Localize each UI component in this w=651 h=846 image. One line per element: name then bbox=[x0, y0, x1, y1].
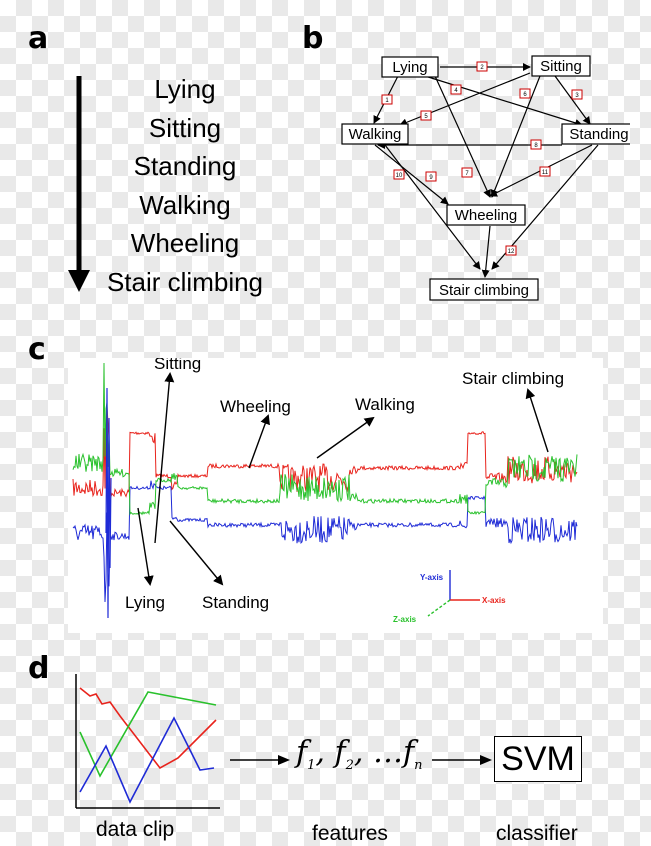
svg-text:Sitting: Sitting bbox=[540, 58, 582, 75]
label-sitting: Sitting bbox=[154, 358, 201, 373]
edge-lying-wheeling bbox=[434, 75, 491, 198]
pointer-lying bbox=[137, 507, 154, 586]
node-lying: Lying bbox=[381, 56, 439, 78]
svg-text:10: 10 bbox=[396, 173, 403, 179]
edge-label-2: 2 bbox=[476, 61, 488, 72]
svg-text:3: 3 bbox=[575, 93, 579, 99]
svg-text:12: 12 bbox=[508, 249, 515, 255]
edge-label-11: 11 bbox=[539, 166, 551, 177]
activity-item-walking: Walking bbox=[139, 189, 231, 220]
y-axis-label: Y-axis bbox=[420, 573, 444, 582]
svg-text:1: 1 bbox=[385, 98, 389, 104]
activity-sequence-list: Lying Sitting Standing Walking Wheeling … bbox=[95, 70, 275, 301]
z-axis-label: Z-axis bbox=[393, 615, 417, 624]
arrow-to-features bbox=[230, 755, 290, 765]
activity-item-stair-climbing: Stair climbing bbox=[106, 266, 264, 297]
activity-item-standing: Standing bbox=[133, 151, 237, 181]
pointer-stair-climbing bbox=[525, 388, 549, 453]
signal-trace-x bbox=[72, 406, 578, 499]
node-walking: Walking bbox=[341, 123, 409, 145]
label-stair-climbing: Stair climbing bbox=[462, 369, 564, 388]
clip-series-blue bbox=[79, 716, 215, 804]
edge-sitting-walking bbox=[399, 72, 531, 127]
edge-label-12: 12 bbox=[505, 245, 517, 256]
edge-walking-wheeling bbox=[374, 144, 449, 205]
svg-text:Wheeling: Wheeling bbox=[455, 207, 518, 224]
clip-series-red bbox=[79, 687, 217, 770]
svg-text:8: 8 bbox=[534, 143, 538, 149]
node-standing: Standing bbox=[561, 123, 630, 145]
signal-trace-z bbox=[72, 362, 578, 516]
label-lying: Lying bbox=[125, 593, 165, 612]
features-formula: f1, f2, …fn bbox=[296, 735, 423, 773]
activity-item-wheeling: Wheeling bbox=[130, 228, 240, 258]
edge-sitting-wheeling bbox=[490, 75, 541, 198]
svg-text:Stair climbing: Stair climbing bbox=[439, 282, 529, 299]
classifier-label: classifier bbox=[496, 822, 578, 845]
svg-text:Standing: Standing bbox=[569, 126, 628, 143]
edge-label-7: 7 bbox=[461, 167, 473, 178]
label-walking: Walking bbox=[355, 395, 415, 414]
edge-label-6: 6 bbox=[519, 88, 531, 99]
accelerometer-signal-plot: Sitting Wheeling Walking Stair climbing … bbox=[72, 354, 578, 624]
svg-text:2: 2 bbox=[480, 65, 484, 71]
signal-panel: Sitting Wheeling Walking Stair climbing … bbox=[68, 354, 603, 633]
svg-text:Lying: Lying bbox=[392, 59, 427, 76]
label-wheeling: Wheeling bbox=[220, 397, 291, 416]
svg-text:7: 7 bbox=[465, 171, 469, 177]
pointer-wheeling bbox=[248, 414, 270, 469]
axis-legend: Y-axis X-axis Z-axis bbox=[393, 570, 506, 624]
node-stair-climbing: Stair climbing bbox=[429, 278, 539, 301]
features-label: features bbox=[312, 822, 388, 845]
signal-trace-y bbox=[72, 480, 578, 603]
edge-walking-stair bbox=[384, 144, 481, 270]
svg-text:6: 6 bbox=[523, 92, 527, 98]
z-axis-indicator bbox=[427, 599, 451, 617]
edge-label-5: 5 bbox=[420, 110, 432, 121]
svg-text:Walking: Walking bbox=[349, 126, 402, 143]
panel-b-letter: b bbox=[302, 21, 324, 56]
edge-label-3: 3 bbox=[571, 89, 583, 100]
label-standing: Standing bbox=[202, 593, 269, 612]
transition-graph: 1 2 3 4 5 6 7 8 9 10 11 12 Lying Sitting… bbox=[341, 55, 630, 301]
node-wheeling: Wheeling bbox=[446, 204, 526, 226]
signal-spike bbox=[105, 387, 112, 619]
activity-item-lying: Lying bbox=[154, 74, 216, 104]
edge-lying-standing bbox=[424, 75, 583, 127]
activity-item-sitting: Sitting bbox=[148, 112, 222, 143]
pointer-sitting bbox=[154, 372, 175, 544]
edge-label-4: 4 bbox=[450, 84, 462, 95]
pointer-standing bbox=[169, 520, 224, 586]
node-sitting: Sitting bbox=[531, 55, 591, 77]
svg-text:4: 4 bbox=[454, 88, 458, 94]
svm-classifier-box: SVM bbox=[494, 736, 582, 782]
svg-text:9: 9 bbox=[429, 175, 433, 181]
data-clip-plot bbox=[75, 674, 220, 809]
panel-c-letter: c bbox=[28, 332, 46, 367]
svg-text:11: 11 bbox=[542, 170, 549, 176]
panel-a-letter: a bbox=[28, 21, 49, 56]
sequence-arrow bbox=[68, 76, 90, 292]
edge-label-10: 10 bbox=[393, 169, 405, 180]
edge-label-8: 8 bbox=[530, 139, 542, 150]
arrow-to-svm bbox=[432, 755, 492, 765]
edge-label-9: 9 bbox=[425, 171, 437, 182]
panel-d-letter: d bbox=[28, 651, 50, 686]
svg-text:5: 5 bbox=[424, 114, 428, 120]
edge-sitting-standing bbox=[554, 75, 591, 125]
pointer-walking bbox=[316, 416, 375, 459]
edge-label-1: 1 bbox=[381, 94, 393, 105]
x-axis-label: X-axis bbox=[482, 596, 506, 605]
edge-wheeling-stair bbox=[481, 225, 491, 278]
clip-series-green bbox=[79, 691, 217, 778]
data-clip-label: data clip bbox=[96, 818, 175, 841]
